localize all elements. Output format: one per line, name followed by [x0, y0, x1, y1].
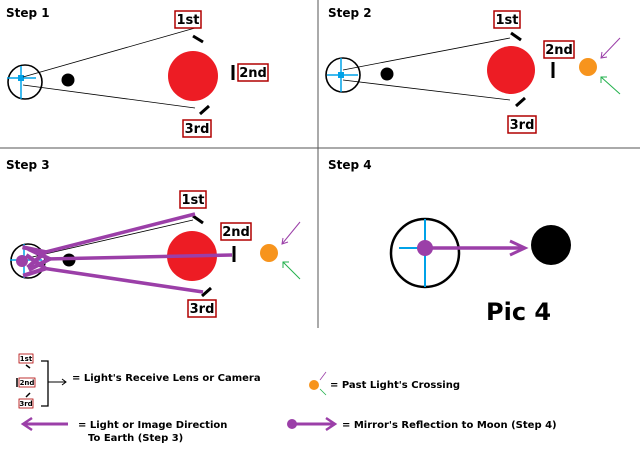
image-direction-arrow-3rd [42, 268, 204, 294]
camera-dot [338, 72, 344, 78]
image-direction-arrow-2nd [46, 255, 233, 259]
red-body [487, 46, 535, 94]
purple-incoming-arrow [600, 37, 621, 59]
moon-dot [531, 225, 571, 265]
legend-label-1st: 1st [20, 355, 33, 363]
legend-crossing-text: = Past Light's Crossing [330, 380, 460, 391]
label-1st: 1st [496, 13, 519, 28]
earth-circle [325, 57, 361, 93]
label-3rd-box [507, 115, 537, 134]
mirror-dot [417, 240, 433, 256]
label-2nd-box [220, 222, 252, 241]
label-3rd: 3rd [190, 302, 215, 317]
step-2-title: Step 2 [328, 6, 372, 20]
lens-3rd-mark [515, 96, 526, 108]
label-3rd-box [182, 119, 212, 138]
moon-dot [380, 67, 394, 81]
step-4-panel: Step 4 Pic 4 [328, 158, 571, 326]
step-1-title: Step 1 [6, 6, 50, 20]
legend-direction-line1: = Light or Image Direction [78, 420, 227, 431]
label-1st: 1st [182, 193, 205, 208]
green-incoming-arrow [282, 261, 301, 280]
purple-incoming-arrowhead [281, 237, 289, 245]
camera-dot [18, 75, 24, 81]
label-2nd-box [237, 63, 269, 82]
sight-line-lower [22, 84, 196, 109]
label-2nd: 2nd [239, 66, 267, 81]
label-3rd: 3rd [510, 118, 535, 133]
pic-label: Pic 4 [486, 298, 551, 326]
sight-line-upper [342, 37, 511, 71]
lens-1st-mark [192, 34, 204, 44]
step-2-panel: Step 2 1st 2nd 3rd [325, 6, 621, 134]
legend-mirror-text: = Mirror's Reflection to Moon (Step 4) [342, 420, 557, 431]
orange-body [579, 58, 597, 76]
legend-lens-icon: 1st 2nd 3rd [16, 353, 67, 409]
sight-line-upper [22, 27, 196, 78]
legend-direction-line2: To Earth (Step 3) [88, 433, 183, 444]
step-1-panel: Step 1 1st 2nd 3rd [6, 6, 269, 138]
lens-1st-mark [192, 214, 204, 225]
purple-incoming-arrowhead [600, 51, 608, 59]
label-1st-box [179, 190, 207, 209]
label-1st-box [493, 10, 521, 29]
orange-body [260, 244, 278, 262]
earth-circle [7, 64, 43, 100]
label-2nd: 2nd [545, 43, 573, 58]
label-1st: 1st [177, 13, 200, 28]
green-incoming-arrowhead [600, 76, 607, 83]
green-incoming-arrow [600, 76, 621, 95]
label-2nd-box [543, 40, 575, 59]
step-3-title: Step 3 [6, 158, 50, 172]
legend: 1st 2nd 3rd = Light's Receive Lens or Ca… [16, 353, 557, 444]
legend-mirror-icon [287, 416, 338, 432]
label-1st-box [174, 10, 202, 29]
legend-label-2nd: 2nd [20, 379, 35, 387]
step-4-title: Step 4 [328, 158, 372, 172]
legend-label-3rd: 3rd [19, 400, 32, 408]
moon-dot [61, 73, 75, 87]
label-3rd-box [187, 299, 217, 318]
step-3-panel: Step 3 1st 2nd 3rd [6, 158, 301, 318]
red-body [168, 51, 218, 101]
lens-3rd-mark [199, 104, 210, 116]
legend-lens-text: = Light's Receive Lens or Camera [72, 373, 261, 384]
lens-1st-mark [510, 31, 522, 42]
legend-crossing-icon [309, 371, 327, 396]
legend-direction-icon [20, 416, 68, 432]
mirror-reflection-arrowhead [509, 239, 529, 257]
mirror-dot [16, 255, 28, 267]
sight-line-lower [342, 79, 511, 101]
purple-incoming-arrow [281, 221, 301, 245]
sight-line-upper [27, 219, 194, 259]
label-3rd: 3rd [185, 122, 210, 137]
image-direction-arrow-1st [42, 212, 196, 253]
green-incoming-arrowhead [282, 261, 289, 268]
lens-3rd-mark [201, 286, 212, 298]
label-2nd: 2nd [222, 225, 250, 240]
